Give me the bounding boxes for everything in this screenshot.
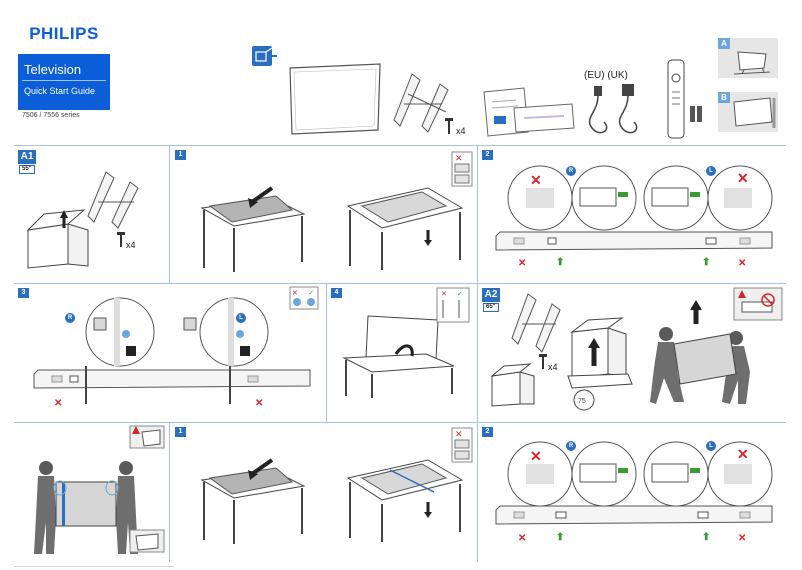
divider-col-b <box>477 145 478 283</box>
carry-tip-card <box>129 529 165 553</box>
option-b-badge: B <box>718 92 730 103</box>
screw-fastening-illustration <box>33 297 311 404</box>
side-right-badge: R <box>566 441 576 451</box>
svg-text:✓: ✓ <box>308 290 314 297</box>
side-left-badge: L <box>236 313 246 323</box>
stand-base-illustration-a2 <box>495 441 773 525</box>
screw-icon-a1 <box>117 232 125 247</box>
divider-col-c <box>326 283 327 422</box>
unbox-icon <box>252 46 277 66</box>
svg-text:75: 75 <box>578 398 586 405</box>
tv-on-stand-icon <box>733 51 771 75</box>
open-box-illustration <box>26 209 89 269</box>
table-cloth-illustration <box>200 186 306 272</box>
svg-text:✕: ✕ <box>455 429 463 439</box>
section-a1-badge: A1 <box>18 150 36 164</box>
cross-mark: ✕ <box>737 446 749 462</box>
side-right-badge: R <box>65 313 75 323</box>
side-left-badge: L <box>706 441 716 451</box>
divider-row-1 <box>14 145 786 146</box>
arrow-up-icon: ⬆ <box>702 257 711 268</box>
cross-mark: ✕ <box>255 398 264 409</box>
divider-col-a <box>169 145 170 283</box>
cross-mark: ✕ <box>518 533 527 544</box>
step-4-a1: 4 <box>331 288 342 298</box>
option-a-badge: A <box>718 38 730 49</box>
stand-base-illustration-a1 <box>495 165 773 251</box>
remote-illustration <box>667 59 702 139</box>
carry-tv-illustration <box>34 461 138 554</box>
tv-panel-illustration <box>289 63 381 135</box>
cross-mark: ✕ <box>54 398 63 409</box>
svg-text:✕: ✕ <box>441 291 447 298</box>
table-cloth-illustration-a2 <box>200 458 306 544</box>
screw-check-card: ✕ ✓ <box>289 286 319 310</box>
carry-warning-card <box>129 425 165 449</box>
divider-col-f <box>477 422 478 562</box>
power-cords-illustration <box>588 84 638 134</box>
tv-upright-illustration <box>342 315 455 398</box>
arrow-up-icon: ⬆ <box>556 532 565 543</box>
footer-line <box>14 566 174 567</box>
brand-logo: PHILIPS <box>29 24 99 43</box>
cross-mark: ✕ <box>738 533 747 544</box>
svg-text:✓: ✓ <box>457 291 463 298</box>
section-a2-size: 65" <box>483 303 499 312</box>
stand-feet-illustration <box>393 73 449 133</box>
box-lift-illustration: 75 <box>567 317 633 411</box>
cross-mark: ✕ <box>737 170 749 186</box>
divider-row-3 <box>14 422 786 423</box>
arrow-up-icon: ⬆ <box>556 257 565 268</box>
cross-mark: ✕ <box>530 448 542 464</box>
screw-icon <box>445 118 453 134</box>
cross-mark: ✕ <box>738 258 747 269</box>
svg-text:✕: ✕ <box>455 153 463 163</box>
cross-mark: ✕ <box>530 172 542 188</box>
warning-card-illustration: ✕ <box>451 151 473 187</box>
svg-text:✕: ✕ <box>292 290 298 297</box>
stand-feet-illustration-a1 <box>87 171 139 229</box>
step-1-a2: 1 <box>175 427 186 437</box>
arrow-up-icon: ⬆ <box>702 532 711 543</box>
brand-header <box>18 18 110 54</box>
step-3-a1: 3 <box>18 288 29 298</box>
two-person-lift-illustration <box>650 300 750 404</box>
product-title: Television <box>24 62 82 77</box>
screws-qty-a2: x4 <box>548 362 558 372</box>
manual-illustration <box>483 87 575 137</box>
series-label: 7506 / 7556 series <box>22 112 80 119</box>
placement-check-card: ✕ ✓ <box>436 287 470 323</box>
tv-wall-mount-icon <box>733 97 776 128</box>
plug-labels: (EU) (UK) <box>584 70 628 81</box>
section-a2-badge: A2 <box>482 288 500 302</box>
side-left-badge: L <box>706 166 716 176</box>
step-2-a2: 2 <box>482 427 493 437</box>
tv-face-down-illustration-a2 <box>346 459 464 542</box>
step-2-a1: 2 <box>482 150 493 160</box>
screws-qty: x4 <box>456 126 466 136</box>
step-1-a1: 1 <box>175 150 186 160</box>
open-box-illustration-a2 <box>490 363 535 407</box>
cross-mark: ✕ <box>518 258 527 269</box>
screw-icon-a2 <box>539 354 547 369</box>
divider-row-2 <box>14 283 786 284</box>
lift-warning-card <box>733 287 783 321</box>
divider-col-e <box>169 422 170 562</box>
screws-qty-a1: x4 <box>126 240 136 250</box>
brand-divider <box>22 80 106 81</box>
guide-title: Quick Start Guide <box>24 86 96 96</box>
side-right-badge: R <box>566 166 576 176</box>
tv-face-down-illustration <box>346 187 464 270</box>
divider-col-d <box>477 283 478 422</box>
warning-card-illustration-a2: ✕ <box>451 427 473 463</box>
section-a1-size: 55" <box>19 165 35 174</box>
stand-feet-illustration-a2 <box>511 293 561 353</box>
